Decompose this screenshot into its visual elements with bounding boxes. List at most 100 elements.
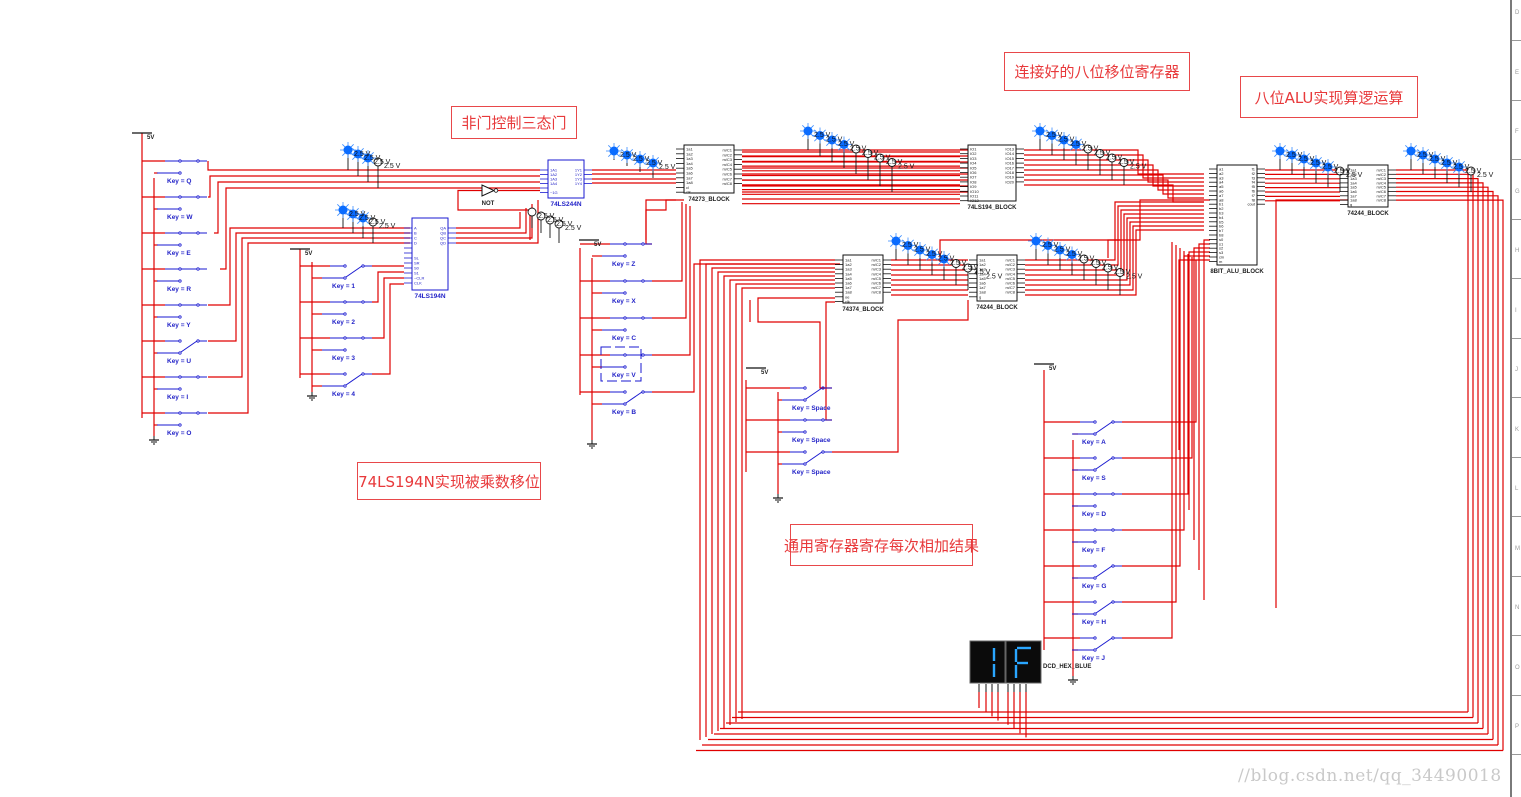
switch-terminal [343,312,347,316]
toggle-switch[interactable]: Key = 1 [322,264,372,290]
led-probe-lit [645,155,661,171]
toggle-switch[interactable]: Key = F [1072,528,1122,554]
led-ray [846,138,850,142]
probe-voltage: 2.5 V [898,164,915,171]
switch-blade [805,387,823,400]
ruler-tick [1512,754,1521,755]
chip-body [967,144,1017,202]
toggle-switch[interactable]: Key = H [1072,600,1122,626]
toggle-switch[interactable]: Key = S [1072,456,1122,482]
toggle-switch[interactable]: Key = Space [782,386,832,412]
toggle-switch[interactable]: Key = Space [782,450,832,476]
toggle-switch[interactable]: Key = W [157,195,207,221]
pin-label: m/C3 [871,267,881,272]
probe-voltage: 2.5 V [538,213,555,220]
led-probe-lit [936,251,952,267]
wire [214,181,540,234]
led-ray [1054,129,1058,133]
toggle-switch[interactable]: Key = Q [157,159,207,185]
toggle-switch[interactable]: Key = A [1072,420,1122,446]
switch-terminal [361,264,365,268]
switch-terminal [1093,456,1097,460]
toggle-switch[interactable]: Key = V [602,353,652,379]
toggle-switch[interactable]: Key = 3 [322,336,372,362]
pin-label: 1a4 [845,271,852,276]
led-ray [934,248,938,252]
switch-terminal [343,384,347,388]
ruler-label: K [1515,426,1520,433]
probe-voltage: 2.5 V [1126,274,1143,281]
pin-label: 1a3 [1350,176,1357,181]
pin-label: a6 [1219,189,1224,194]
led-ray [655,157,659,161]
led-ray [822,129,826,133]
switch-key-label: Key = E [167,250,191,257]
vcc-label: 5V [594,242,601,248]
toggle-switch[interactable]: Key = 4 [322,372,372,398]
chip-name: 74LS244N [550,201,581,208]
toggle-switch[interactable]: Key = Space [782,418,832,444]
wire [699,259,835,740]
led-probe-off [1335,166,1345,176]
led-icon [1454,162,1464,172]
led-icon [891,236,901,246]
toggle-switch[interactable]: Key = D [1072,492,1122,518]
pin-label: m/C3 [1005,267,1015,272]
led-ray [1030,243,1034,247]
probe-voltage: 2.5 V [547,217,564,224]
led-ray [1042,248,1046,252]
led-probe-lit [335,202,351,218]
chip-name: 74LS194_BLOCK [967,205,1017,211]
toggle-switch[interactable]: Key = X [602,279,652,305]
led-probe-off [887,158,897,167]
pin-label: 1a7 [979,285,986,290]
pin-label: D [414,241,417,246]
pin-label: a3 [1219,175,1224,180]
led-ray [1078,138,1082,142]
pin-label: b4 [1219,215,1224,220]
switch-terminal [1093,492,1097,496]
wire [208,227,410,306]
pin-label: IO13 [1005,147,1014,152]
led-ray [342,152,346,156]
pin-label: IO1 [970,147,977,152]
ruler-tick [1512,337,1521,339]
led-ray [826,134,830,138]
callout-alu: 八位ALU实现算逻运算 [1240,76,1418,118]
pin-label: g [979,294,981,299]
pin-label: f5 [1252,184,1256,189]
toggle-switch[interactable]: Key = C [602,316,652,342]
led-ray [1054,244,1058,248]
led-ray [838,147,842,151]
not-gate-triangle [481,184,496,197]
led-ray [1322,169,1326,173]
led-ray [1413,145,1417,149]
toggle-switch[interactable]: Key = 2 [322,300,372,326]
wire [208,232,410,342]
toggle-switch[interactable]: Key = B [602,390,652,416]
led-ray [352,156,356,160]
toggle-switch[interactable]: Key = Z [602,242,652,268]
toggle-switch[interactable]: Key = E [157,231,207,257]
led-probe-off [545,215,555,225]
probe-voltage: 2.5 V [874,155,891,162]
led-probe-lit [924,246,940,263]
toggle-switch[interactable]: Key = Y [157,303,207,329]
led-ray [1318,157,1322,161]
toggle-switch[interactable]: Key = R [157,267,207,293]
toggle-switch[interactable]: Key = J [1072,636,1122,662]
probe-voltage: 2.5 V [633,156,650,163]
toggle-switch[interactable]: Key = U [157,339,207,365]
led-ray [1274,145,1278,149]
pin-label: 1a5 [1350,185,1357,190]
led-ray [846,147,850,151]
switch-key-label: Key = Q [167,178,191,185]
led-icon [1442,158,1452,168]
toggle-switch[interactable]: Key = O [157,411,207,437]
pin-label: 1a6 [979,281,986,286]
switch-terminal [178,159,182,163]
wire [1024,154,1204,179]
toggle-switch[interactable]: Key = I [157,375,207,401]
pin-label: IO5 [970,165,977,170]
toggle-switch[interactable]: Key = G [1072,564,1122,590]
